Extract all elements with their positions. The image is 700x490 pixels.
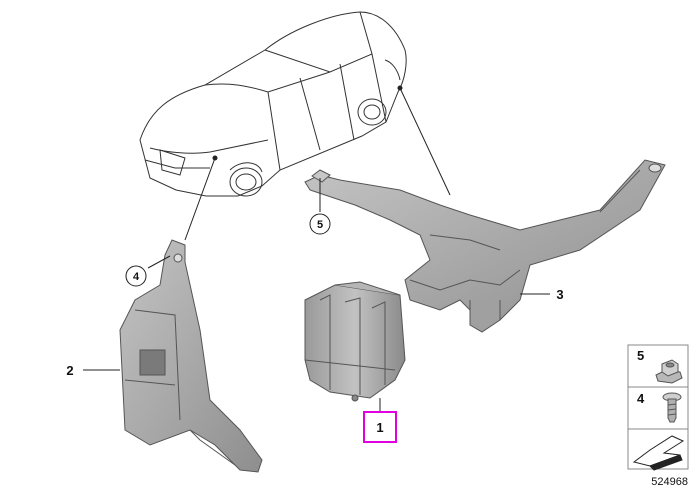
legend-item-nut[interactable]: 5 — [637, 348, 683, 384]
legend-item-screw-number: 4 — [637, 391, 645, 406]
carrier-bracket-part-3 — [304, 159, 666, 333]
screw-icon — [662, 392, 682, 423]
car-outline — [139, 11, 407, 197]
callout-5-label: 5 — [317, 219, 323, 231]
callout-2-label: 2 — [66, 363, 73, 378]
callout-1-label: 1 — [376, 420, 383, 435]
legend-item-nut-number: 5 — [637, 348, 644, 363]
callout-3-label: 3 — [556, 287, 563, 302]
legend-item-arrow — [632, 435, 685, 471]
control-unit-part-1 — [304, 281, 406, 402]
callout-3[interactable]: 3 — [556, 287, 563, 302]
callout-2[interactable]: 2 — [66, 363, 73, 378]
direction-arrow-icon — [632, 435, 685, 471]
callout-leader-lines — [83, 178, 550, 412]
legend-item-screw[interactable]: 4 — [637, 391, 682, 423]
callout-4-label: 4 — [133, 271, 140, 283]
callout-5[interactable]: 5 — [309, 213, 331, 235]
nut-icon — [655, 359, 683, 384]
callout-1-highlight-box — [363, 411, 397, 443]
car-leader-lines — [184, 85, 451, 241]
diagram-number: 524968 — [651, 476, 688, 488]
callout-4[interactable]: 4 — [125, 265, 147, 287]
clip-part-5 — [311, 169, 331, 183]
mounting-bracket-part-2 — [119, 239, 263, 473]
callout-1[interactable]: 1 — [363, 411, 397, 443]
